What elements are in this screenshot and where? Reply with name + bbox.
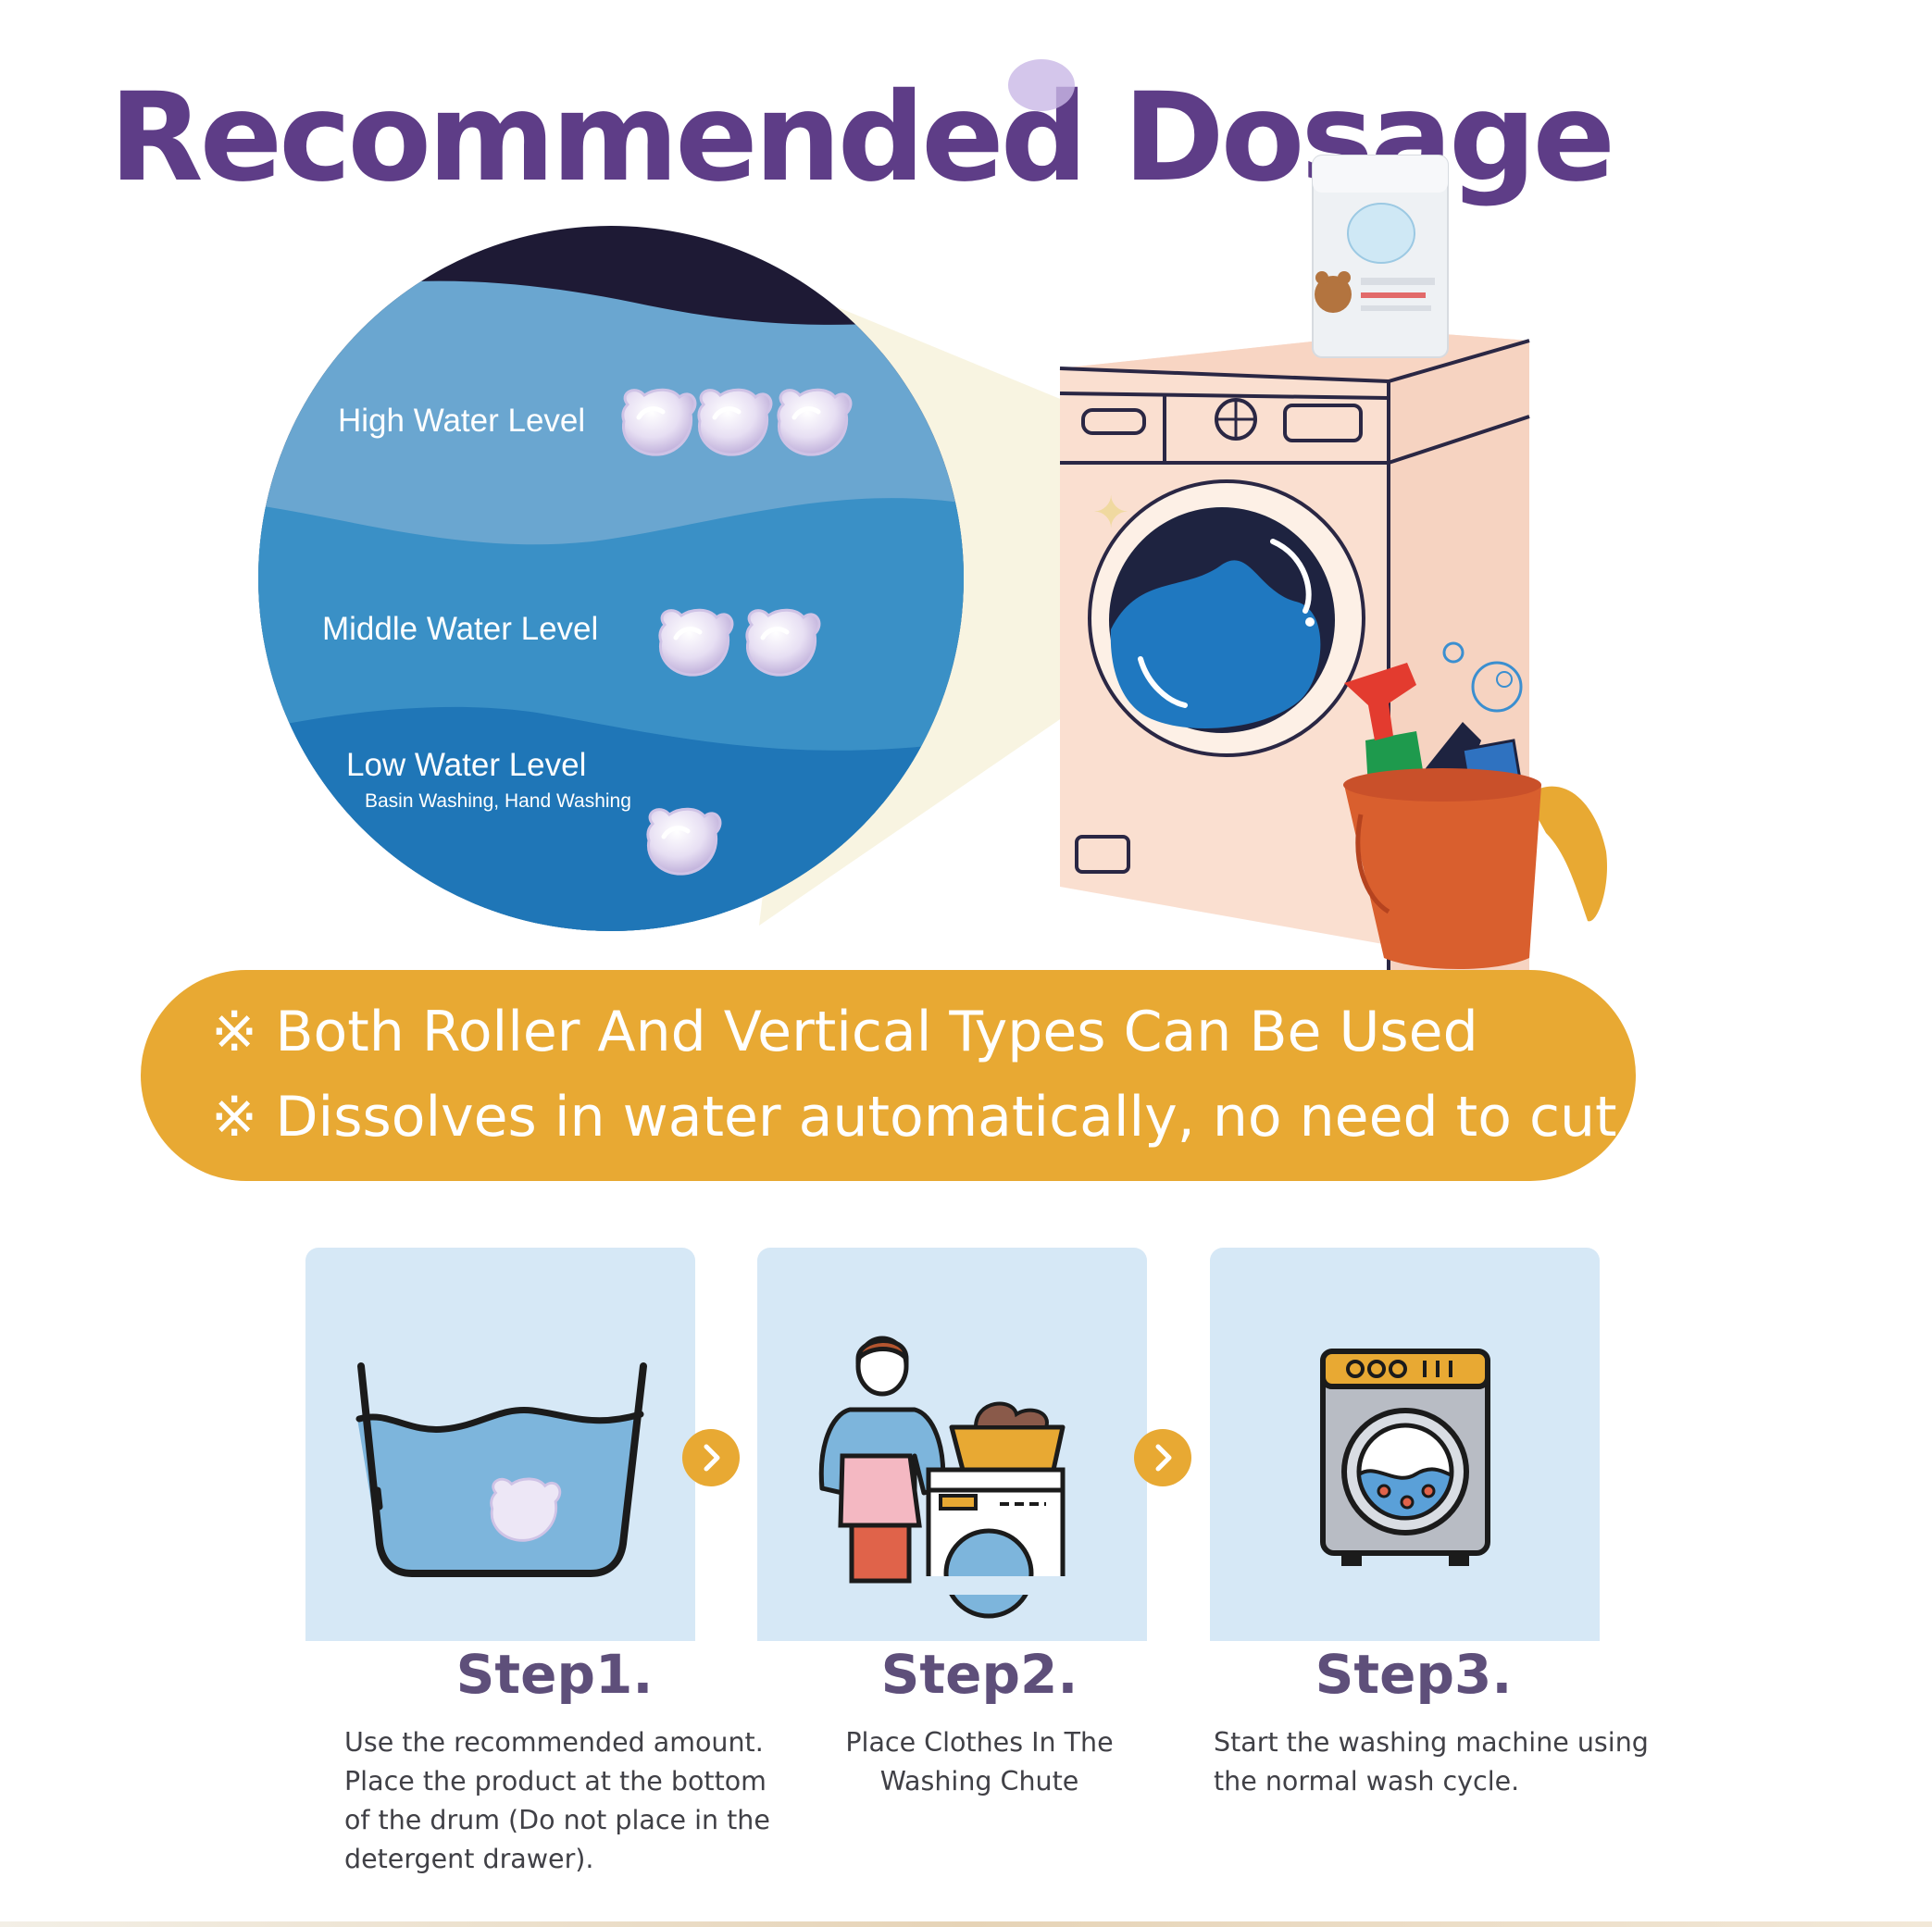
basin-icon — [355, 1362, 647, 1577]
step1-title: Step1. — [455, 1643, 654, 1706]
step3-description: Start the washing machine using the norm… — [1214, 1727, 1649, 1796]
note-dissolves: ※ Dissolves in water automatically, no n… — [211, 1085, 1774, 1150]
chevron-right-icon — [682, 1429, 740, 1486]
step3-card — [1210, 1248, 1600, 1641]
washer-icon — [1320, 1349, 1490, 1566]
chevron-right-icon — [1134, 1429, 1191, 1486]
svg-text:✦: ✦ — [1092, 487, 1129, 539]
step1-description: Use the recommended amount. Place the pr… — [344, 1727, 770, 1874]
water-level-low-sublabel: Basin Washing, Hand Washing — [365, 790, 631, 812]
product-pouch — [1312, 155, 1449, 358]
note-roller-vertical: ※ Both Roller And Vertical Types Can Be … — [211, 1000, 1478, 1064]
bucket-illustration — [1343, 641, 1607, 970]
dosage-illustration: ✦ — [258, 59, 1607, 970]
usage-notes-banner: ※ Both Roller And Vertical Types Can Be … — [141, 970, 1773, 1181]
bottom-strip — [0, 1921, 1932, 1927]
water-level-high-label: High Water Level — [338, 403, 586, 439]
water-level-middle-label: Middle Water Level — [322, 611, 599, 647]
person-laundry-icon — [818, 1336, 1072, 1619]
step2-title: Step2. — [880, 1643, 1078, 1706]
step1-card — [305, 1248, 695, 1641]
step2-card — [757, 1248, 1147, 1641]
decor-smudge — [1008, 59, 1075, 111]
washing-machine-illustration: ✦ — [1059, 331, 1530, 970]
water-level-low-label: Low Water Level — [346, 747, 587, 783]
step2-description: Place Clothes In The Washing Chute — [845, 1727, 1114, 1796]
step3-title: Step3. — [1315, 1643, 1513, 1706]
